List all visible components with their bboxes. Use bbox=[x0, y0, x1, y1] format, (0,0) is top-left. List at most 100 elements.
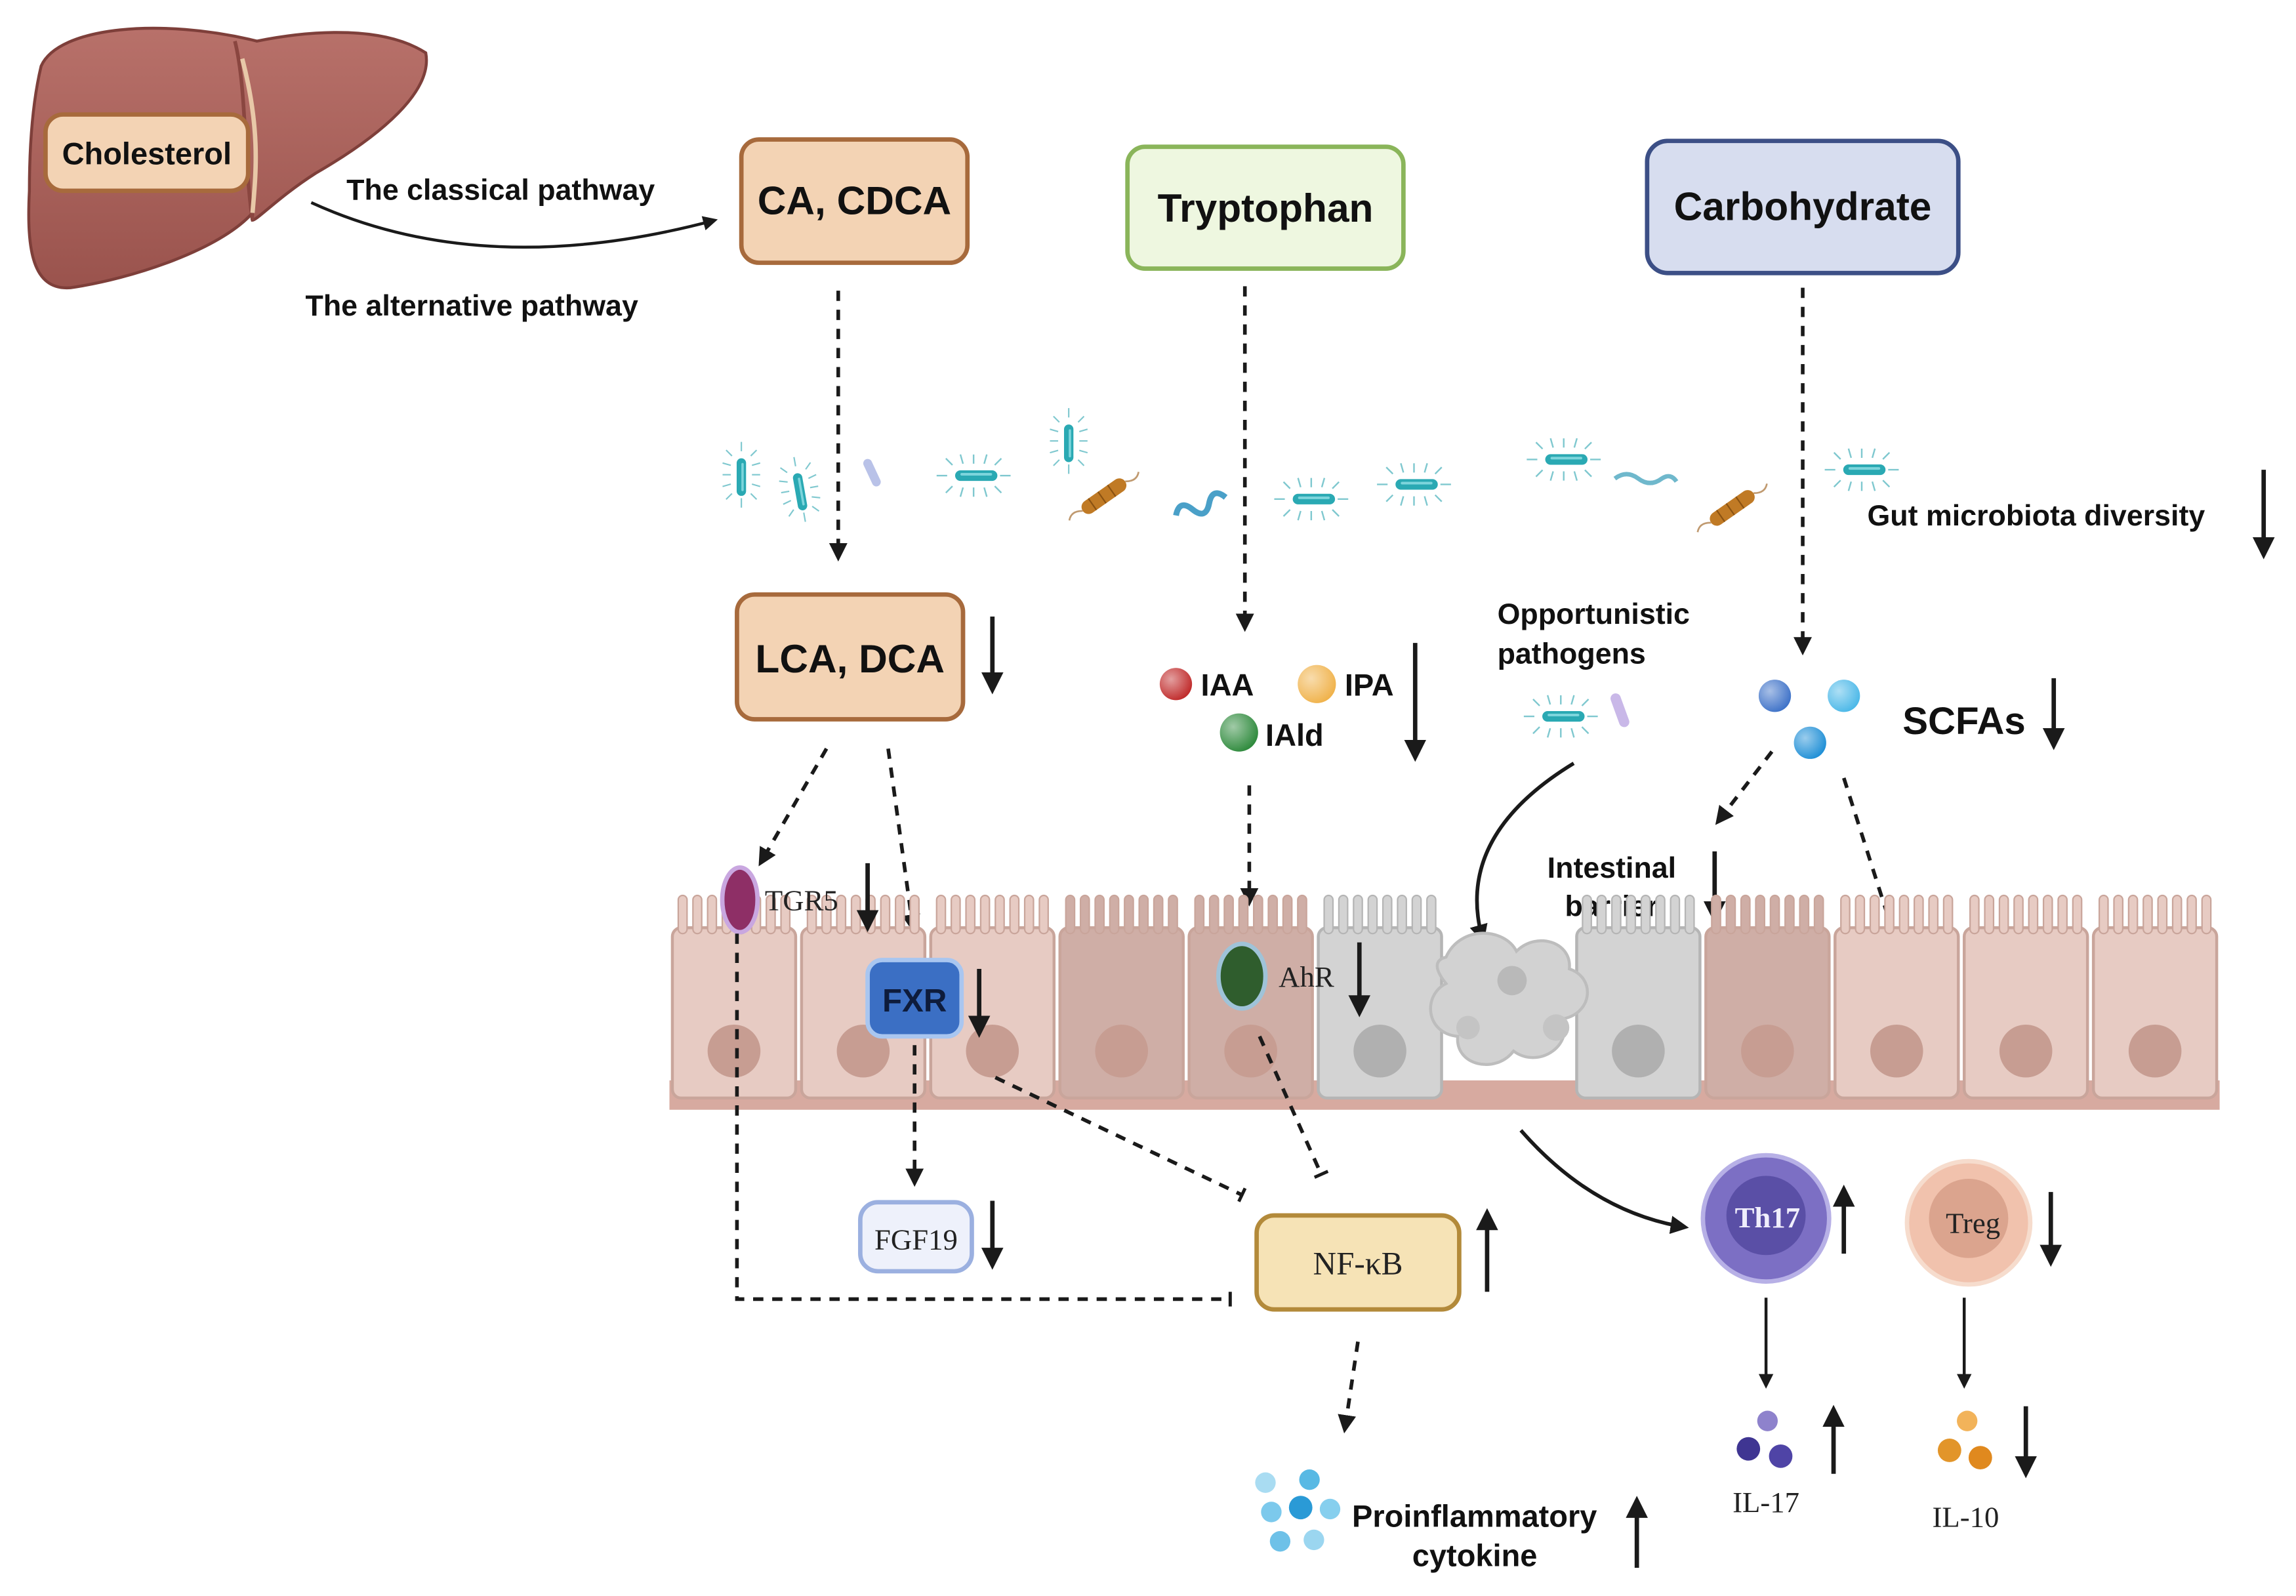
microvillus bbox=[1969, 894, 1980, 935]
microvillus bbox=[1253, 894, 1263, 935]
microvillus bbox=[2127, 894, 2139, 935]
microvillus bbox=[1725, 894, 1736, 935]
opportunistic-label-line1: Opportunistic bbox=[1498, 598, 1690, 630]
microvillus bbox=[2171, 894, 2183, 935]
scfa-molecules-icon bbox=[1758, 680, 1860, 759]
microvillus bbox=[1670, 894, 1681, 935]
bile-to-tgr5-arrow bbox=[758, 747, 829, 867]
cytokine-molecules-icon bbox=[1255, 1469, 1341, 1552]
microvillus bbox=[1611, 894, 1622, 935]
microvillus bbox=[766, 894, 776, 935]
opportunistic-label-line2: pathogens bbox=[1498, 637, 1646, 670]
epithelial-cell bbox=[1834, 926, 1960, 1100]
microvillus bbox=[1582, 894, 1592, 935]
microvillus bbox=[1208, 894, 1220, 935]
nfkb-label: NF-κB bbox=[1313, 1245, 1403, 1281]
proinflammatory-label-line1: Proinflammatory bbox=[1352, 1498, 1597, 1533]
microvillus bbox=[821, 894, 832, 935]
microvillus bbox=[951, 894, 961, 935]
il10-label: IL-10 bbox=[1933, 1500, 1999, 1533]
microvillus bbox=[1711, 894, 1721, 935]
iald-label: IAld bbox=[1265, 718, 1324, 752]
primary-bile-acids-box: CA, CDCA bbox=[739, 137, 970, 265]
microvillus bbox=[692, 894, 703, 935]
alternative-pathway-label: The alternative pathway bbox=[306, 289, 638, 322]
microvillus bbox=[2042, 894, 2053, 935]
microvillus bbox=[2186, 894, 2197, 935]
pathogen-invasion-arrow bbox=[1469, 762, 1575, 943]
microvillus bbox=[1655, 894, 1666, 935]
cell-nucleus bbox=[1612, 1024, 1665, 1078]
microvillus bbox=[1626, 894, 1637, 935]
microvillus bbox=[1942, 894, 1954, 935]
microvillus bbox=[1855, 894, 1866, 935]
barrier-to-th17-arrow bbox=[1519, 1129, 1689, 1235]
microvillus bbox=[1297, 894, 1307, 935]
microvillus bbox=[2072, 894, 2083, 935]
microvillus bbox=[979, 894, 991, 935]
epithelial-cell bbox=[1962, 926, 2089, 1100]
microvillus bbox=[1009, 894, 1020, 935]
microvillus bbox=[1740, 894, 1751, 935]
microvillus bbox=[1338, 894, 1349, 935]
microvillus bbox=[1998, 894, 2009, 935]
microvillus bbox=[836, 894, 847, 935]
cell-nucleus bbox=[2128, 1024, 2182, 1078]
iaa-label: IAA bbox=[1201, 668, 1254, 703]
microvillus bbox=[2098, 894, 2109, 935]
cell-nucleus bbox=[1224, 1024, 1277, 1078]
microvillus bbox=[965, 894, 976, 935]
cell-nucleus bbox=[836, 1024, 890, 1078]
microvillus bbox=[1755, 894, 1765, 935]
fgf19-box: FGF19 bbox=[858, 1200, 974, 1274]
cell-nucleus bbox=[707, 1024, 761, 1078]
scfas-label: SCFAs bbox=[1902, 700, 2026, 743]
fgf19-label: FGF19 bbox=[874, 1223, 958, 1256]
microvillus bbox=[1124, 894, 1134, 935]
microvillus bbox=[1382, 894, 1393, 935]
cell-nucleus bbox=[966, 1024, 1019, 1078]
microvillus bbox=[1109, 894, 1120, 935]
microvillus bbox=[935, 894, 947, 935]
tgr5-label: TGR5 bbox=[765, 884, 838, 916]
microvillus bbox=[1596, 894, 1607, 935]
classical-pathway-label: The classical pathway bbox=[346, 173, 655, 206]
microvillus bbox=[1323, 894, 1334, 935]
microvillus bbox=[1813, 894, 1824, 935]
microvillus bbox=[707, 894, 718, 935]
carbohydrate-label: Carbohydrate bbox=[1674, 184, 1932, 229]
th17-label: Th17 bbox=[1735, 1201, 1801, 1234]
cell-nucleus bbox=[1353, 1024, 1406, 1078]
il17-label: IL-17 bbox=[1732, 1486, 1799, 1519]
microvillus bbox=[1038, 894, 1049, 935]
microvillus bbox=[1769, 894, 1780, 935]
microvillus bbox=[909, 894, 920, 935]
microvillus bbox=[1684, 894, 1695, 935]
microvillus bbox=[1194, 894, 1205, 935]
microvillus bbox=[1094, 894, 1105, 935]
epithelial-cell bbox=[1704, 926, 1831, 1100]
microvillus bbox=[806, 894, 817, 935]
nfkb-to-cytokine-arrow bbox=[1338, 1341, 1360, 1434]
ahr-receptor: AhR bbox=[1216, 941, 1334, 1011]
microvillus bbox=[1238, 894, 1249, 935]
il10-molecules-icon bbox=[1937, 1410, 1992, 1470]
tryptophan-label: Tryptophan bbox=[1158, 186, 1374, 230]
microvillus bbox=[1411, 894, 1422, 935]
epithelial-cell bbox=[1058, 926, 1185, 1100]
microvillus bbox=[1282, 894, 1293, 935]
secondary-bile-acids-box: LCA, DCA bbox=[735, 592, 966, 722]
microvillus bbox=[1168, 894, 1178, 935]
nfkb-box: NF-κB bbox=[1254, 1213, 1462, 1312]
il17-molecules-icon bbox=[1736, 1410, 1793, 1468]
fxr-inhibits-nfkb bbox=[994, 1076, 1247, 1202]
carbohydrate-box: Carbohydrate bbox=[1645, 138, 1961, 276]
cholesterol-label: Cholesterol bbox=[62, 136, 232, 171]
microvillus bbox=[1153, 894, 1164, 935]
gut-microbiota-icons bbox=[722, 407, 1900, 539]
microvillus bbox=[1065, 894, 1076, 935]
epithelial-cell bbox=[2091, 926, 2219, 1100]
microvillus bbox=[1023, 894, 1035, 935]
tryptophan-box: Tryptophan bbox=[1125, 144, 1406, 271]
